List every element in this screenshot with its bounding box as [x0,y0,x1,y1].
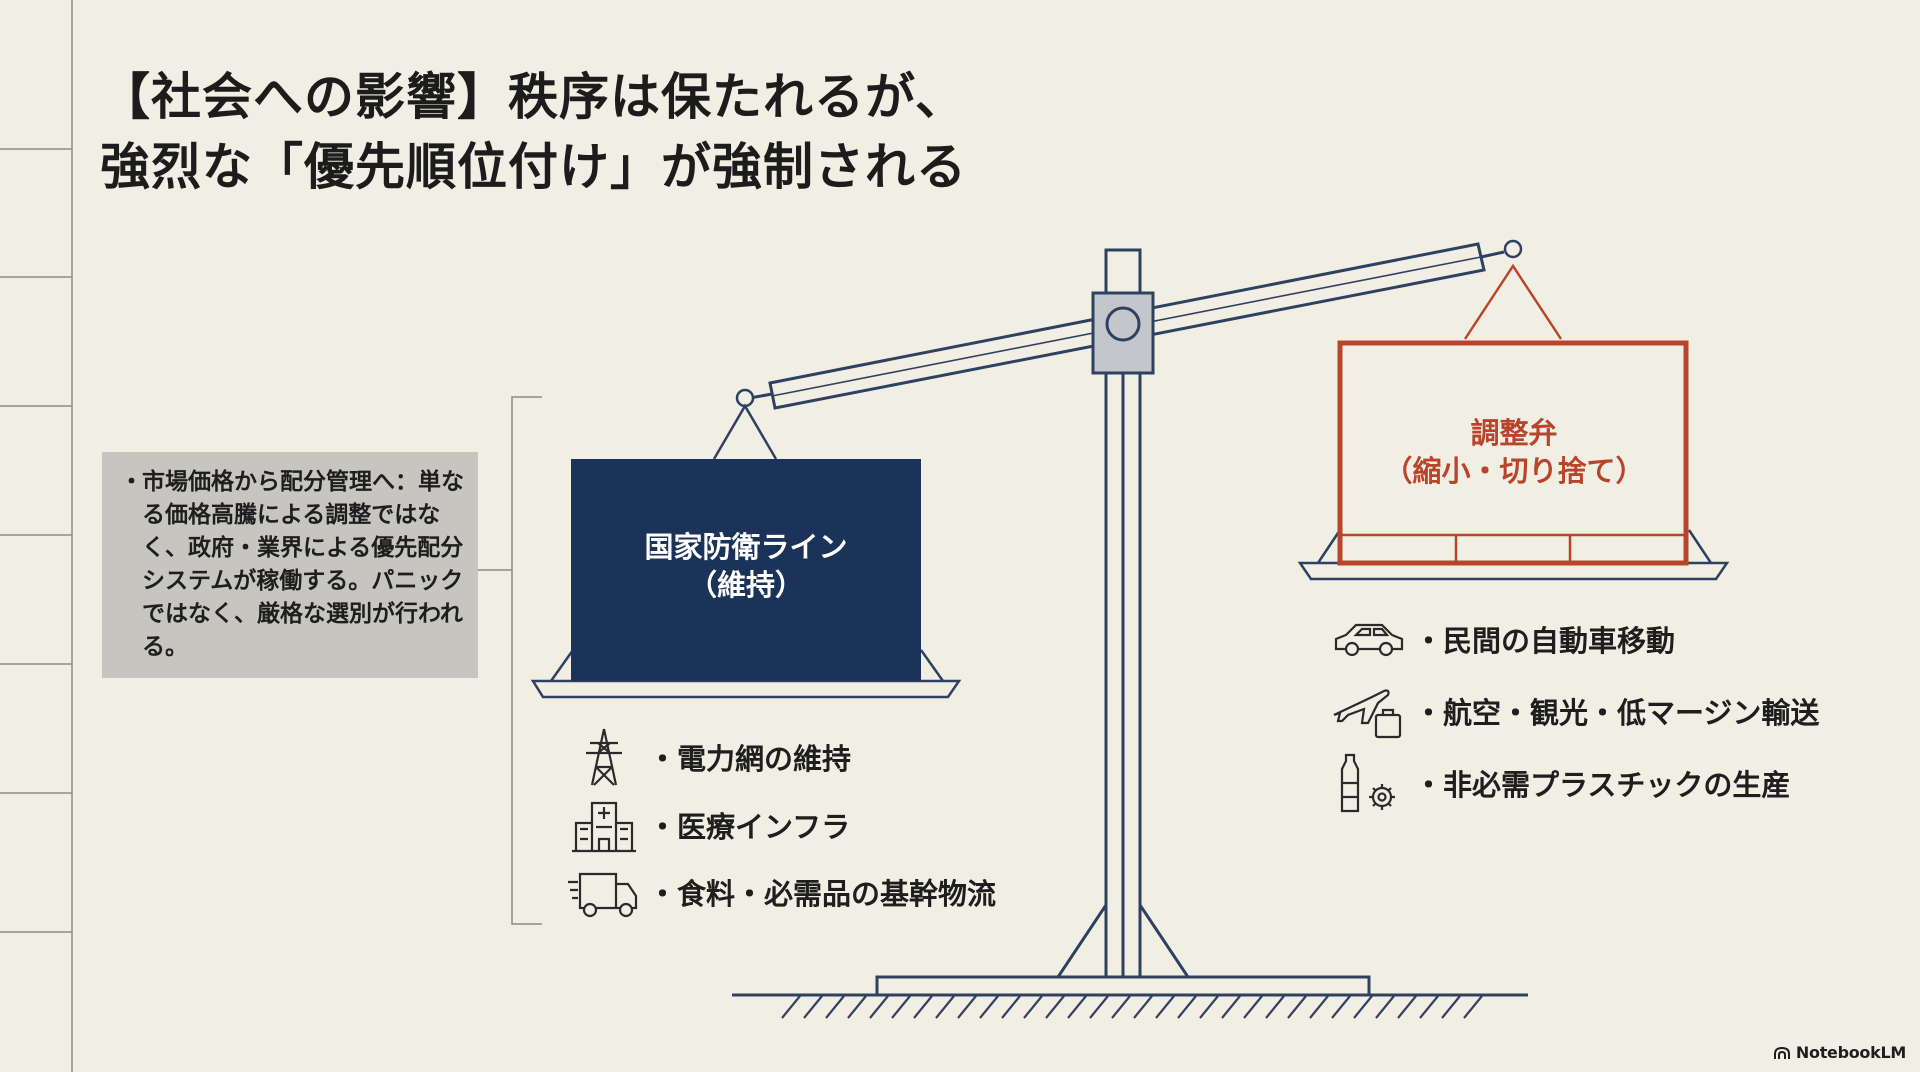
right-item-label: ・民間の自動車移動 [1414,618,1675,660]
right-box-label: 調整弁 （縮小・切り捨て） [1342,414,1686,490]
margin-ruler [0,0,72,1072]
left-item-label: ・医療インフラ [648,804,850,846]
car-icon [1332,609,1408,669]
left-item-label: ・食料・必需品の基幹物流 [648,871,996,913]
left-item-logistics: ・食料・必需品の基幹物流 [566,862,996,922]
right-item-plastics: ・非必需プラスチックの生産 [1332,753,1790,813]
right-item-aviation: ・航空・観光・低マージン輸送 [1332,681,1819,741]
page-title: 【社会への影響】秩序は保たれるが、 強烈な「優先順位付け」が強制される [100,62,967,202]
right-box-subtitle: （縮小・切り捨て） [1342,452,1686,490]
bottle-gear-icon [1332,753,1408,813]
pivot-housing [1093,293,1153,373]
scale-ground [732,977,1528,1018]
brand-logo: NotebookLM [1773,1043,1906,1062]
title-line-2: 強烈な「優先順位付け」が強制される [100,132,967,202]
right-item-label: ・航空・観光・低マージン輸送 [1414,690,1819,732]
left-box-subtitle: （維持） [571,566,921,604]
left-item-power-grid: ・電力網の維持 [566,727,851,787]
left-item-label: ・電力網の維持 [648,736,851,778]
notebooklm-icon [1773,1046,1791,1060]
brand-name: NotebookLM [1796,1043,1906,1062]
right-box-title: 調整弁 [1342,414,1686,452]
right-item-label: ・非必需プラスチックの生産 [1414,762,1790,804]
delivery-truck-icon [566,862,642,922]
airplane-luggage-icon [1332,681,1408,741]
title-line-1: 【社会への影響】秩序は保たれるが、 [100,62,967,132]
note-bullet: ・ [120,466,143,499]
note-text: 市場価格から配分管理へ：単なる価格高騰による調整ではなく、政府・業界による優先配… [124,466,464,664]
left-box-label: 国家防衛ライン （維持） [571,528,921,604]
note-bracket [478,397,542,924]
summary-note: ・ 市場価格から配分管理へ：単なる価格高騰による調整ではなく、政府・業界による優… [102,452,478,678]
left-box-title: 国家防衛ライン [571,528,921,566]
power-tower-icon [566,727,642,787]
left-item-medical: ・医療インフラ [566,795,850,855]
hospital-icon [566,795,642,855]
right-item-car: ・民間の自動車移動 [1332,609,1675,669]
